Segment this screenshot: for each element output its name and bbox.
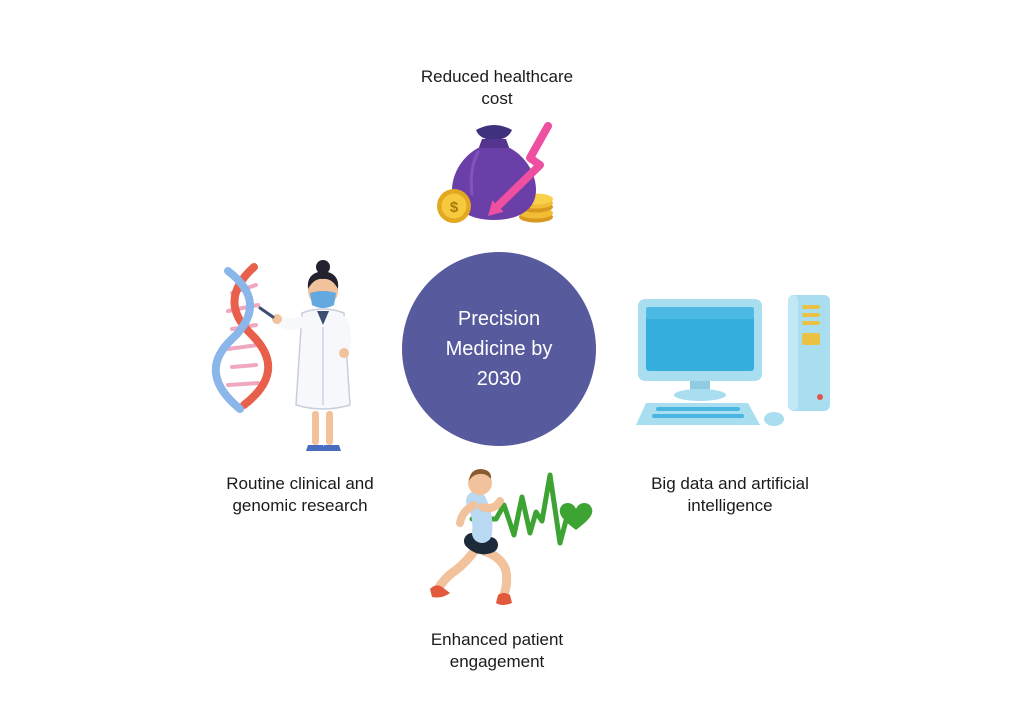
desktop-computer-icon xyxy=(632,292,832,434)
node-label-big-data-ai: Big data and artificial intelligence xyxy=(651,474,809,516)
node-label-enhanced-patient-engagement: Enhanced patient engagement xyxy=(430,630,564,672)
money-bag-cost-decrease-icon: $ xyxy=(424,118,569,228)
node-label-reduced-healthcare-cost: Reduced healthcare cost xyxy=(420,67,574,109)
runner-heartbeat-icon xyxy=(424,456,604,628)
center-topic-label: Precision Medicine by 2030 xyxy=(445,308,553,390)
node-label-routine-clinical-genomic-research: Routine clinical and genomic research xyxy=(226,474,374,516)
center-topic-circle: Precision Medicine by 2030 xyxy=(402,252,596,446)
dollar-sign-glyph: $ xyxy=(450,199,459,216)
desktop-computer-svg xyxy=(636,295,830,426)
money-bag-cost-decrease-svg: $ xyxy=(437,122,553,223)
runner-heartbeat-svg xyxy=(430,469,593,605)
doctor-dna-icon xyxy=(198,252,388,464)
doctor-dna-svg xyxy=(212,260,352,451)
